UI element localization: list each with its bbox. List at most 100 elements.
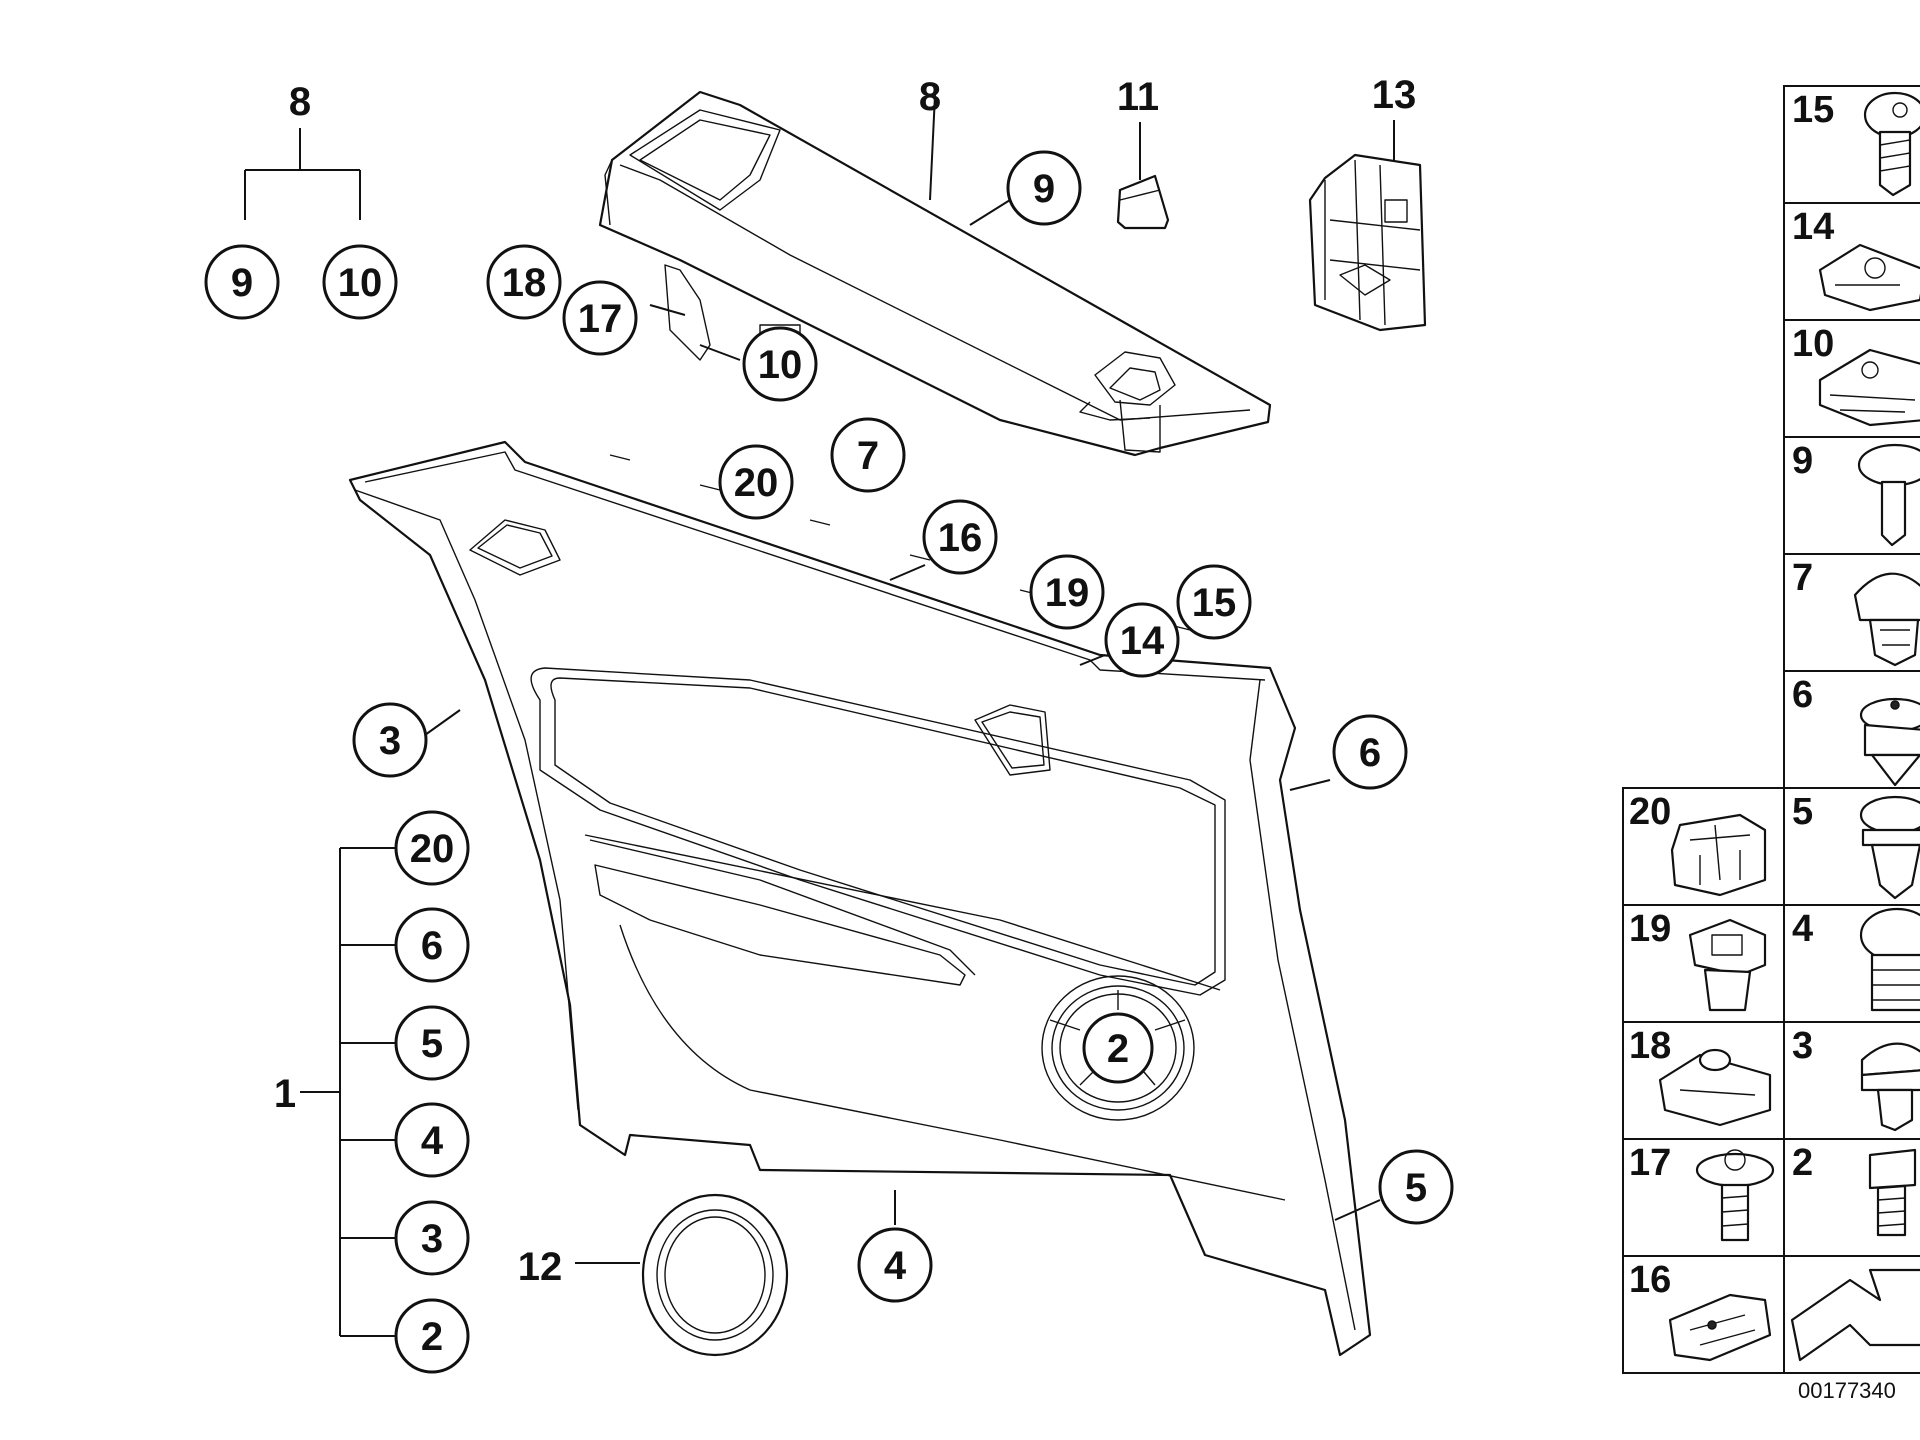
svg-text:10: 10 [758,343,803,387]
part-12-speaker-ring: 12 [518,1193,789,1357]
upper-trim-panel [598,90,1272,457]
fastener-7-rivet-icon [1853,572,1920,667]
callout-4: 4 [857,1227,933,1303]
callout-19: 19 [1029,554,1105,630]
part-13-bracket: 13 [1308,73,1427,332]
grid-label-2: 2 [1792,1142,1813,1184]
leader-9-top [969,199,1011,226]
svg-text:5: 5 [1405,1166,1427,1210]
tree-1-child-2: 2 [394,1298,470,1374]
svg-text:17: 17 [578,297,623,341]
grid-label-5: 5 [1792,791,1813,833]
tree-1-child-6: 6 [394,907,470,983]
svg-text:2: 2 [1107,1027,1129,1071]
tree-1-parent-label: 1 [274,1072,296,1116]
fastener-20-clip-icon [1670,813,1767,897]
svg-text:15: 15 [1192,581,1237,625]
grid-label-7: 7 [1792,557,1813,599]
fastener-17-screw-icon [1695,1149,1775,1242]
callout-7: 7 [830,417,906,493]
callout-16: 16 [922,499,998,575]
svg-text:14: 14 [1120,619,1165,663]
upper-trim-hook [1094,351,1176,406]
svg-text:2: 2 [421,1315,443,1359]
upper-trim-clip-17 [664,264,711,361]
callout-3: 3 [352,702,428,778]
part-11-cap: 11 [1117,75,1170,230]
tree-1-child-5: 5 [394,1005,470,1081]
leader-10-mid [699,344,741,361]
svg-text:20: 20 [734,461,779,505]
leader-6 [1289,779,1331,791]
tree-1-child-20: 20 [394,810,470,886]
svg-text:7: 7 [857,434,879,478]
tree-8-child-9: 9 [204,244,280,320]
svg-text:4: 4 [421,1119,444,1163]
svg-text:16: 16 [938,516,983,560]
arrow-icon [1790,1268,1920,1362]
label-13: 13 [1372,73,1417,117]
tree-1-child-4: 4 [394,1102,470,1178]
callout-5: 5 [1378,1149,1454,1225]
leader-8 [929,94,936,201]
fastener-16-clip-icon [1668,1293,1772,1362]
svg-text:9: 9 [231,261,253,305]
label-8: 8 [919,75,941,119]
leader-5 [1334,1199,1381,1221]
grid-label-17: 17 [1629,1142,1671,1184]
svg-text:6: 6 [421,924,443,968]
speaker-grille-outer [1041,975,1195,1121]
fastener-15-screw-icon [1863,91,1920,197]
fastener-18-clip-icon [1658,1048,1772,1127]
callout-18: 18 [486,244,562,320]
label-12: 12 [518,1245,563,1289]
grid-label-16: 16 [1629,1259,1671,1301]
tree-8: 8 9 10 [204,80,398,320]
grid-label-10: 10 [1792,323,1834,365]
svg-text:20: 20 [410,827,455,871]
grid-label-20: 20 [1629,791,1671,833]
panel-vent-left [469,519,561,576]
tree-8-parent-label: 8 [289,80,311,124]
fastener-grid: 15 14 10 9 7 6 5 4 3 2 20 19 18 17 16 [1622,85,1920,1374]
reference-number: 00177340 [1798,1378,1896,1403]
fastener-3-rivet-icon [1860,1042,1920,1132]
leader-16 [889,564,926,581]
upper-trim-body [598,90,1272,457]
grid-label-18: 18 [1629,1025,1671,1067]
callout-15: 15 [1176,564,1252,640]
grid-label-14: 14 [1792,206,1834,248]
leader-17 [649,304,686,316]
fastener-14-clip-icon [1818,243,1920,312]
tree-8-lines [244,128,361,220]
grid-label-9: 9 [1792,440,1813,482]
svg-text:5: 5 [421,1022,443,1066]
callout-6: 6 [1332,714,1408,790]
svg-text:3: 3 [421,1217,443,1261]
grid-label-6: 6 [1792,674,1813,716]
tree-1: 1 20 6 5 4 3 2 [274,810,470,1374]
svg-text:18: 18 [502,261,547,305]
armrest-pull [594,864,966,986]
grid-label-15: 15 [1792,89,1834,131]
svg-text:19: 19 [1045,571,1090,615]
diagram-callouts: 9 18 17 10 7 20 16 19 15 14 3 6 2 5 4 [352,150,1454,1303]
callout-2: 2 [1082,1012,1154,1084]
svg-text:3: 3 [379,719,401,763]
fastener-2-bolt-icon [1868,1148,1917,1237]
leader-3 [424,709,461,736]
tree-8-child-10: 10 [322,244,398,320]
callout-14: 14 [1104,602,1180,678]
grid-label-19: 19 [1629,908,1671,950]
panel-vent-right [974,704,1051,776]
callout-9: 9 [1006,150,1082,226]
armrest-outer [530,667,1226,996]
fastener-10-clip-icon [1818,348,1920,427]
callout-10: 10 [742,326,818,402]
svg-text:4: 4 [884,1244,907,1288]
grid-label-4: 4 [1792,908,1813,950]
fastener-9-rivet-icon [1857,443,1920,547]
fastener-6-rivet-icon [1859,697,1920,787]
callout-17: 17 [562,280,638,356]
